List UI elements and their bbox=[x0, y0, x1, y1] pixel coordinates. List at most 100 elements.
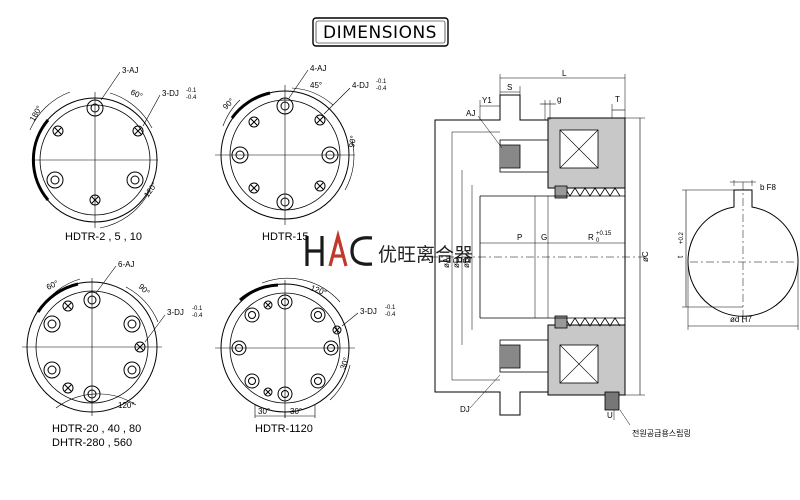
threaded-hole bbox=[263, 387, 273, 397]
flange-2-holes-d: 4-DJ bbox=[352, 81, 369, 90]
dim-phiB: øB bbox=[462, 258, 471, 268]
bolt-hole bbox=[321, 146, 339, 164]
flange-4-angle-1: 120° bbox=[309, 283, 328, 297]
threaded-hole bbox=[132, 125, 144, 137]
bolt-hole bbox=[43, 315, 61, 333]
bolt-hole bbox=[231, 146, 249, 164]
flange-2-angle-2: 90° bbox=[221, 96, 236, 111]
threaded-hole bbox=[314, 114, 326, 126]
flange-4-angle-3: 30° bbox=[290, 407, 302, 416]
bolt-hole bbox=[46, 171, 64, 189]
flange-4-caption: HDTR-1120 bbox=[255, 423, 313, 435]
bolt-hole bbox=[276, 193, 294, 211]
dim-Y1: Y1 bbox=[482, 96, 492, 105]
dim-DJ: DJ bbox=[460, 405, 470, 414]
dim-phiD: øD bbox=[452, 257, 461, 268]
dim-U: U bbox=[607, 411, 613, 420]
dim-R: R bbox=[588, 233, 594, 242]
shaft-d-label: ød H7 bbox=[730, 315, 752, 324]
bolt-hole bbox=[310, 373, 326, 389]
flange-1-holes-d: 3-DJ bbox=[162, 89, 179, 98]
threaded-hole bbox=[263, 300, 273, 310]
dim-phiA: øA bbox=[442, 257, 451, 268]
bolt-hole bbox=[123, 361, 141, 379]
threaded-hole bbox=[89, 194, 101, 206]
shaft-b-label: b F8 bbox=[760, 183, 777, 192]
dim-G: G bbox=[541, 233, 547, 242]
flange-4-angle-4: 30° bbox=[338, 356, 351, 370]
flange-view-3 bbox=[22, 265, 166, 416]
flange-1-caption: HDTR-2 , 5 , 10 bbox=[65, 231, 142, 243]
flange-3-caption-2: DHTR-280 , 560 bbox=[52, 437, 132, 449]
dim-L: L bbox=[562, 69, 567, 78]
shaft-t-tol: +0.2 bbox=[679, 231, 685, 244]
flange-1-tol-top: -0.1 bbox=[186, 88, 197, 94]
flange-2-tol-bot: -0.4 bbox=[376, 86, 387, 92]
flange-2-angle-3: 90° bbox=[347, 135, 358, 148]
flange-view-2 bbox=[215, 69, 355, 225]
bolt-hole bbox=[83, 291, 101, 309]
title-block: DIMENSIONS bbox=[312, 17, 449, 47]
threaded-hole bbox=[314, 180, 326, 192]
flange-1-angle-1: 60° bbox=[129, 88, 144, 101]
shaft-keyway-view bbox=[682, 180, 799, 330]
dim-S: S bbox=[507, 83, 512, 92]
spring-lower bbox=[564, 317, 621, 327]
flange-4-holes-d: 3-DJ bbox=[360, 307, 377, 316]
threaded-hole bbox=[52, 125, 64, 137]
hac-logo bbox=[305, 229, 373, 267]
cross-section-view bbox=[430, 74, 645, 426]
flange-view-4 bbox=[215, 277, 359, 418]
spring-upper bbox=[564, 187, 621, 197]
flange-1-holes-a: 3-AJ bbox=[122, 66, 138, 75]
bolt-hole bbox=[43, 361, 61, 379]
bolt-hole bbox=[126, 171, 144, 189]
threaded-hole bbox=[62, 300, 74, 312]
bolt-hole bbox=[323, 340, 339, 356]
dim-T: T bbox=[615, 95, 620, 104]
bolt-hole bbox=[276, 97, 294, 115]
page-title: DIMENSIONS bbox=[323, 23, 437, 43]
bolt-hole bbox=[231, 340, 247, 356]
flange-2-angle-1: 45° bbox=[310, 81, 322, 90]
dim-AJ: AJ bbox=[466, 109, 475, 118]
flange-4-angle-2: 30° bbox=[258, 407, 270, 416]
flange-2-holes-a: 4-AJ bbox=[310, 64, 326, 73]
dim-g: g bbox=[557, 95, 561, 104]
shaft-t-label: t bbox=[676, 255, 685, 258]
flange-1-tol-bot: -0.4 bbox=[186, 95, 197, 101]
slip-ring bbox=[604, 391, 620, 411]
dim-R-tol-bot: 0 bbox=[596, 238, 600, 244]
bolt-hole bbox=[86, 99, 104, 117]
bolt-hole bbox=[244, 307, 260, 323]
bolt-hole bbox=[277, 294, 293, 310]
threaded-hole bbox=[62, 382, 74, 394]
flange-view-1 bbox=[29, 71, 161, 229]
dim-R-tol-top: +0.15 bbox=[596, 231, 612, 237]
bolt-hole bbox=[310, 307, 326, 323]
slip-ring-note: 전원공급용스립링 bbox=[632, 428, 691, 438]
flange-4-tol-top: -0.1 bbox=[385, 305, 396, 311]
flange-3-tol-bot: -0.4 bbox=[192, 313, 203, 319]
threaded-hole bbox=[134, 341, 146, 353]
flange-3-angle-2: 90° bbox=[137, 282, 152, 297]
flange-3-holes-a: 6-AJ bbox=[118, 260, 134, 269]
flange-3-caption: HDTR-20 , 40 , 80 bbox=[52, 423, 141, 435]
flange-3-angle-3: 120° bbox=[118, 401, 135, 410]
flange-2-caption: HDTR-15 bbox=[262, 231, 308, 243]
flange-3-tol-top: -0.1 bbox=[192, 306, 203, 312]
flange-1-angle-2: 180° bbox=[28, 104, 44, 123]
flange-3-holes-d: 3-DJ bbox=[167, 308, 184, 317]
flange-2-tol-top: -0.1 bbox=[376, 79, 387, 85]
bolt-hole bbox=[244, 373, 260, 389]
dim-P: P bbox=[517, 233, 522, 242]
bolt-hole bbox=[123, 315, 141, 333]
threaded-hole bbox=[332, 325, 342, 335]
threaded-hole bbox=[248, 182, 260, 194]
brand-watermark: 优旺离合器 bbox=[305, 229, 473, 267]
bolt-hole bbox=[277, 386, 293, 402]
threaded-hole bbox=[248, 116, 260, 128]
dim-phiC: øC bbox=[641, 251, 650, 262]
flange-4-tol-bot: -0.4 bbox=[385, 312, 396, 318]
